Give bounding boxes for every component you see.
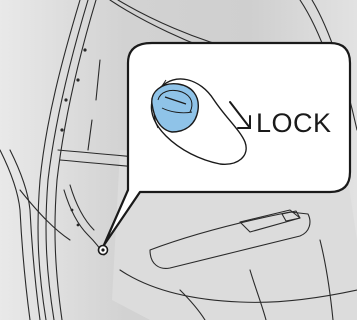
child-lock-center (101, 248, 105, 252)
lock-label: LOCK (256, 108, 332, 138)
pillar-rivets (60, 48, 87, 227)
child-lock-knob-icon (151, 83, 199, 133)
arrow-down-right-icon (229, 101, 251, 129)
